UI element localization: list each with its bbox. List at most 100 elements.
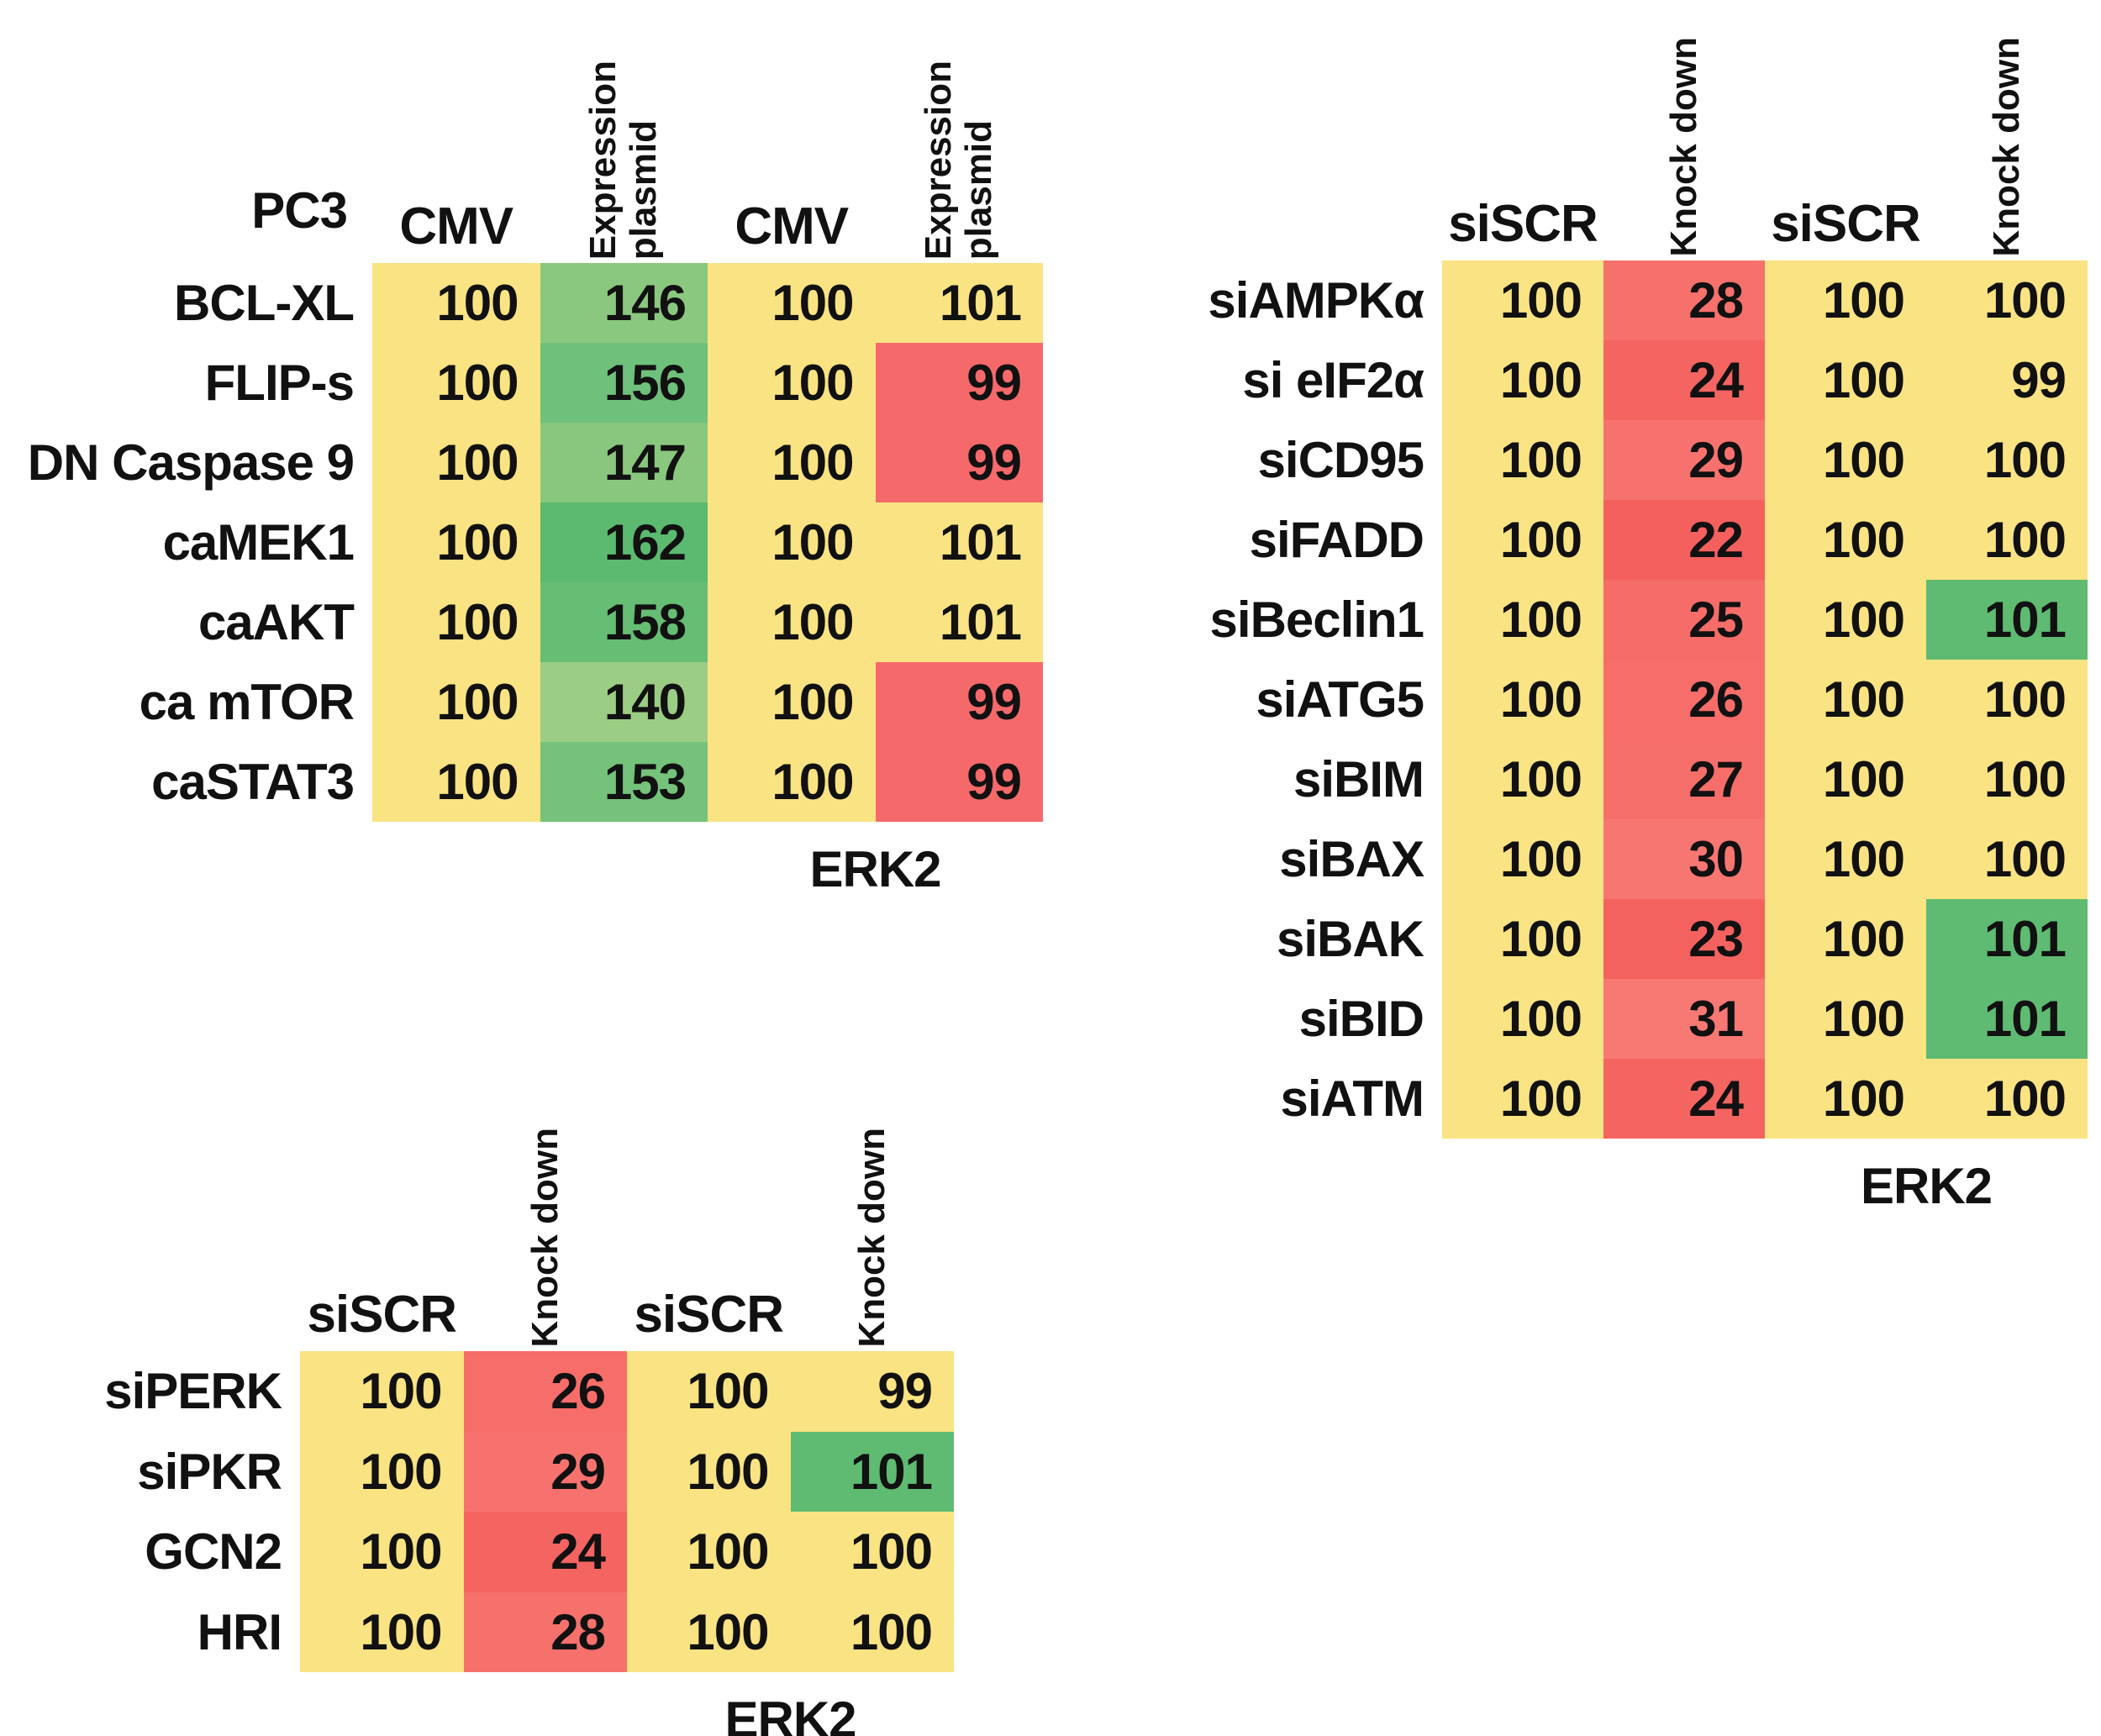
heatmap-cell: 100 (1442, 739, 1603, 819)
column-header-label: siSCR (307, 1286, 457, 1344)
row-label: DN Caspase 9 (27, 434, 355, 491)
column-header: Knock down (464, 1084, 628, 1351)
column-header: siSCR (1442, 4, 1603, 260)
row-label: siBIM (1293, 751, 1424, 808)
heatmap-cell: 101 (875, 263, 1043, 343)
column-header: siSCR (627, 1084, 791, 1351)
row-label: HRI (197, 1603, 282, 1660)
heatmap-cell: 27 (1603, 739, 1765, 819)
heatmap-cell: 100 (1765, 739, 1926, 819)
heatmap-cell: 100 (627, 1431, 791, 1512)
row-label: GCN2 (145, 1523, 282, 1581)
heatmap-cell: 99 (875, 343, 1043, 423)
heatmap-cell: 30 (1603, 819, 1765, 899)
heatmap-cell: 26 (1603, 660, 1765, 739)
heatmap-cell: 147 (540, 423, 708, 502)
heatmap-cell: 26 (463, 1351, 627, 1432)
heatmap-cell: 100 (1442, 899, 1603, 979)
rotated-column-header-label: Knock down (850, 1128, 893, 1348)
heatmap-cell: 29 (463, 1431, 627, 1512)
heatmap-cell: 100 (1765, 660, 1926, 739)
heatmap-cell: 24 (463, 1512, 627, 1592)
heatmap-cell: 100 (627, 1512, 791, 1592)
row-label: caMEK1 (162, 514, 355, 571)
table-footer-label-erk2: ERK2 (724, 1691, 856, 1736)
column-header-label: siSCR (1771, 195, 1921, 253)
heatmap-cell: 100 (372, 502, 540, 582)
row-label: siCD95 (1257, 432, 1424, 488)
row-label: ca mTOR (139, 674, 355, 730)
heatmap-cell: 99 (875, 662, 1043, 742)
row-label: si eIF2α (1242, 352, 1424, 408)
heatmap-cell: 100 (372, 343, 540, 423)
heatmap-cell: 100 (372, 263, 540, 343)
heatmap-cell: 140 (540, 662, 708, 742)
heatmap-cell: 28 (463, 1591, 627, 1672)
row-label: caAKT (197, 594, 355, 650)
heatmap-cell: 100 (708, 742, 876, 822)
heatmap-cell: 100 (1926, 500, 2088, 580)
column-header: Knock down (1926, 4, 2088, 260)
column-header: Knock down (791, 1084, 955, 1351)
heatmap-cell: 101 (1926, 580, 2088, 660)
heatmap-cell: 100 (372, 662, 540, 742)
heatmap-cell: 25 (1603, 580, 1765, 660)
column-header: siSCR (300, 1084, 464, 1351)
heatmap-cell: 100 (1442, 1059, 1603, 1139)
row-label: caSTAT3 (151, 754, 355, 810)
column-header-label: CMV (399, 197, 513, 255)
heatmap-cell: 101 (875, 502, 1043, 582)
heatmap-cell: 100 (1765, 1059, 1926, 1139)
row-label: siBeclin1 (1209, 592, 1424, 648)
heatmap-cell: 22 (1603, 500, 1765, 580)
heatmap-cell: 100 (300, 1431, 464, 1512)
row-label: FLIP-s (204, 355, 355, 411)
heatmap-cell: 101 (1926, 979, 2088, 1059)
heatmap-cell: 29 (1603, 420, 1765, 500)
heatmap-cell: 100 (1765, 819, 1926, 899)
heatmap-cell: 99 (1926, 340, 2088, 420)
heatmap-cell: 100 (1926, 1059, 2088, 1139)
heatmap-cell: 100 (300, 1591, 464, 1672)
table-corner-label: PC3 (251, 182, 348, 239)
heatmap-cell: 100 (708, 582, 876, 662)
heatmap-cell: 99 (790, 1351, 954, 1432)
heatmap-cell: 100 (372, 582, 540, 662)
column-header: CMV (708, 13, 876, 263)
heatmap-cell: 100 (708, 662, 876, 742)
heatmap-cell: 100 (372, 742, 540, 822)
heatmap-cell: 100 (1765, 500, 1926, 580)
heatmap-cell: 28 (1603, 260, 1765, 340)
table-footer-label-erk2: ERK2 (809, 841, 941, 897)
heatmap-cell: 146 (540, 263, 708, 343)
row-label: siPKR (137, 1443, 282, 1500)
column-header: Knock down (1603, 4, 1765, 260)
column-header-label: siSCR (634, 1286, 784, 1344)
heatmap-cell: 31 (1603, 979, 1765, 1059)
heatmap-cell: 100 (1765, 979, 1926, 1059)
heatmap-cell: 100 (790, 1512, 954, 1592)
heatmap-cell: 101 (1926, 899, 2088, 979)
rotated-column-header-label: Expression plasmid (918, 60, 1000, 260)
heatmap-cell: 100 (1765, 420, 1926, 500)
heatmap-cell: 100 (1926, 660, 2088, 739)
heatmap-cell: 100 (708, 343, 876, 423)
heatmap-cell: 158 (540, 582, 708, 662)
heatmap-cell: 100 (1926, 819, 2088, 899)
